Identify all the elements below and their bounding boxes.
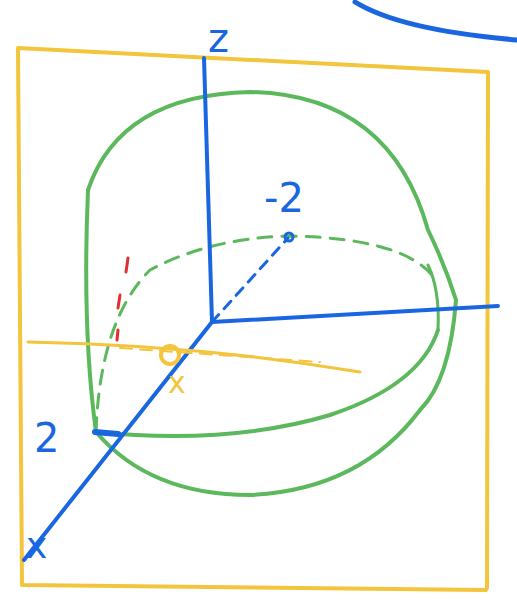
x-axis bbox=[24, 322, 212, 560]
axis-label: 2 bbox=[34, 418, 59, 458]
neg-axis bbox=[212, 238, 288, 322]
point bbox=[285, 233, 293, 241]
sphere-outline bbox=[86, 92, 456, 495]
yellow-dash bbox=[120, 348, 320, 362]
equator-edge bbox=[428, 265, 438, 330]
arc-fragment bbox=[355, 2, 517, 40]
z-axis bbox=[204, 58, 212, 322]
tick bbox=[95, 432, 118, 434]
marked-point bbox=[161, 346, 179, 364]
axis-label: z bbox=[208, 18, 229, 58]
axis-label: -2 bbox=[264, 178, 304, 218]
yellow-line bbox=[28, 342, 360, 372]
y-axis bbox=[212, 306, 498, 322]
axis-label: x bbox=[168, 368, 186, 398]
red-dashes bbox=[117, 258, 128, 340]
axis-label: x bbox=[26, 528, 47, 564]
